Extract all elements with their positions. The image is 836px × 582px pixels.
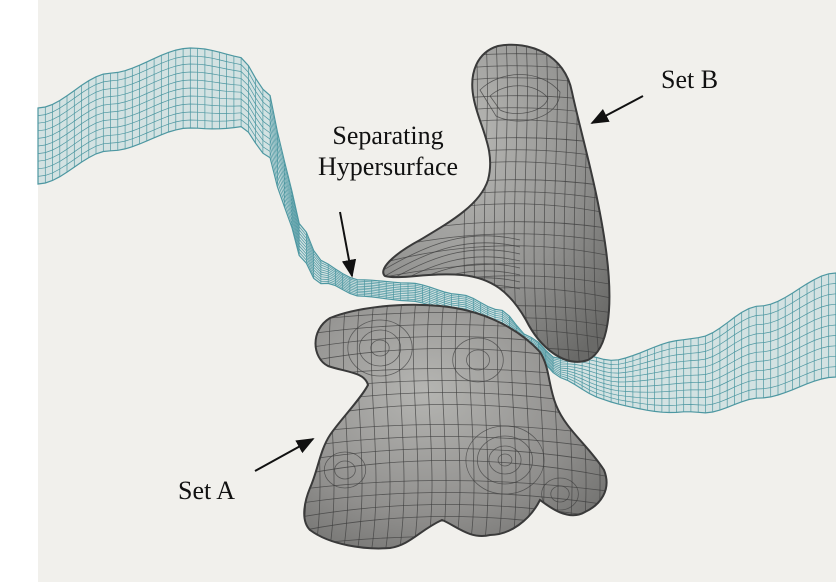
separating-hypersurface-mesh — [37, 47, 836, 414]
set-a-label: Set A — [178, 476, 236, 505]
arrow-separating-hypersurface — [339, 211, 357, 278]
separating-hypersurface-label: Separating Hypersurface — [318, 120, 458, 182]
separating-hypersurface-label-line1: Separating — [332, 121, 444, 150]
arrow-set-b — [590, 95, 644, 124]
set-b-label: Set B — [661, 65, 719, 94]
arrow-set-a — [254, 438, 315, 472]
separating-hypersurface-label-line2: Hypersurface — [318, 152, 459, 181]
